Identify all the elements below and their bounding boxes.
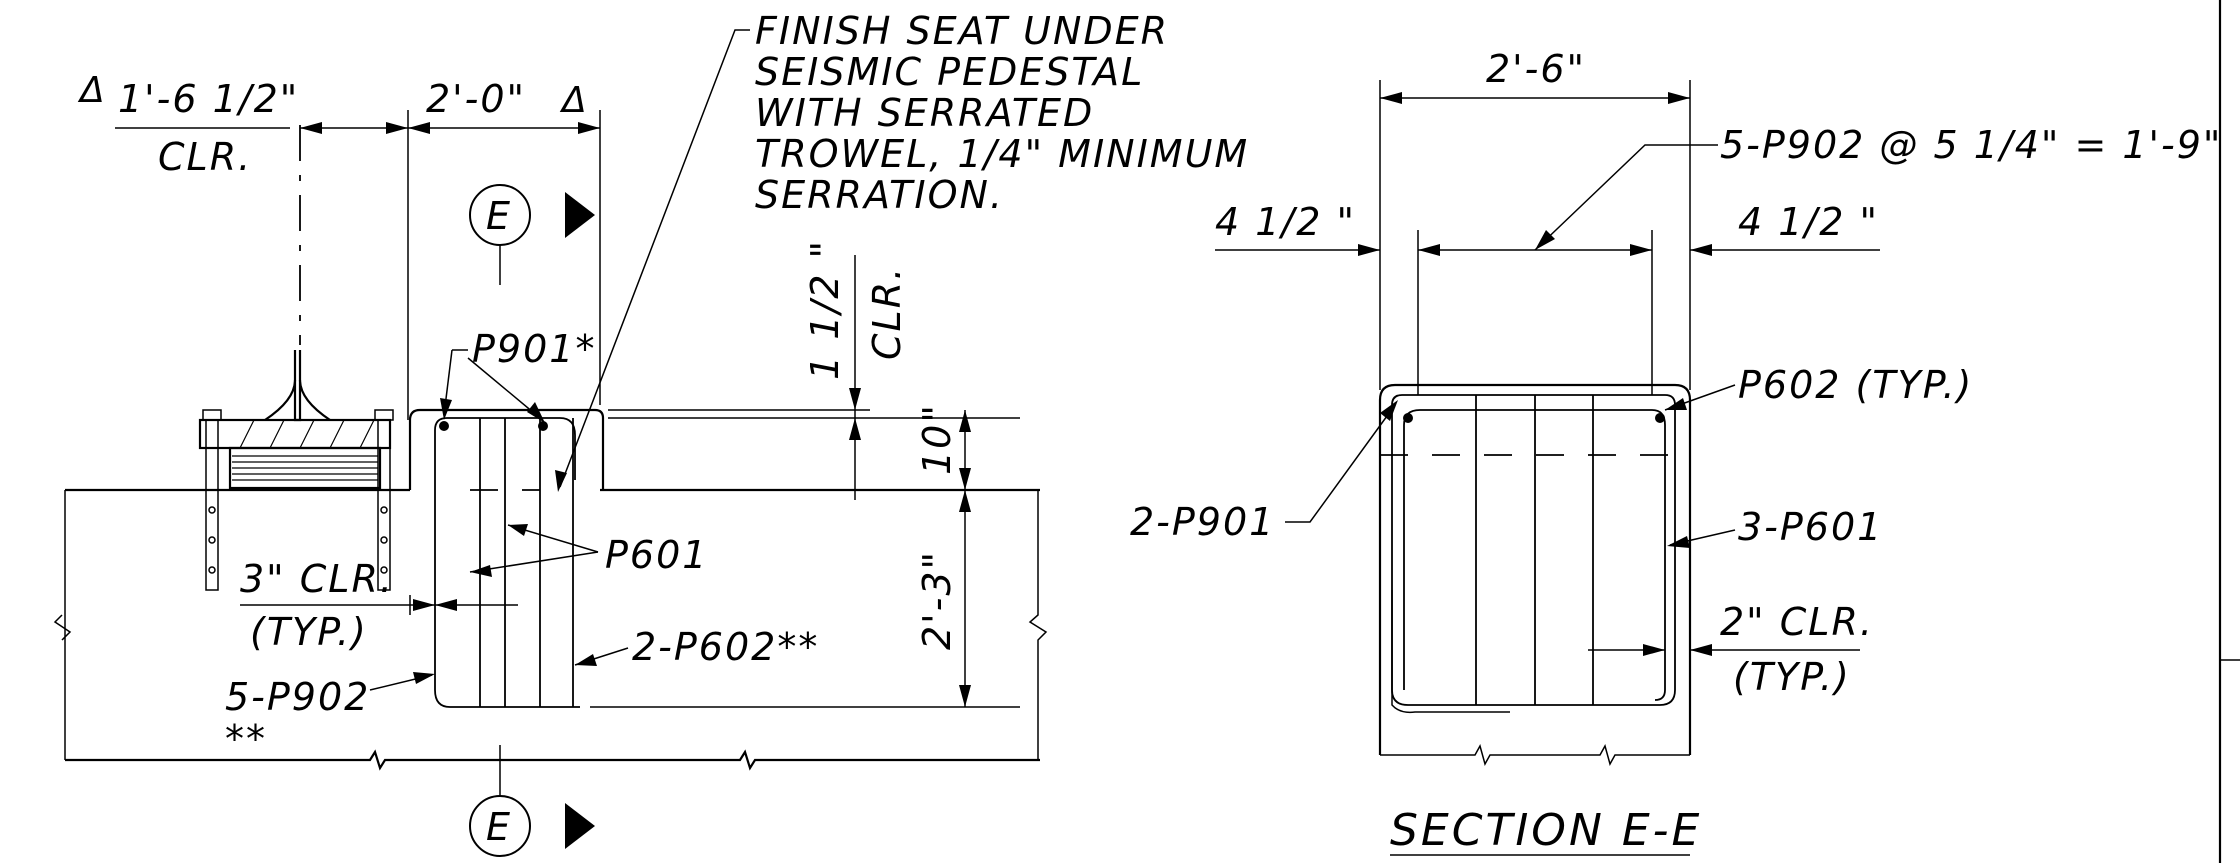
dim-edge-left: 4 1/2 "	[1215, 200, 1356, 244]
section-title: SECTION E-E	[1390, 805, 1702, 856]
label-side-clear-typ: (TYP.)	[250, 610, 368, 654]
label-clear-cover-typ: (TYP.)	[1733, 655, 1851, 699]
dim-left-clr: CLR.	[158, 135, 252, 179]
note-line-5: SERRATION.	[755, 173, 1004, 217]
section-marker-bottom	[469, 795, 531, 857]
dim-top-clear: 1 1/2 "	[803, 239, 847, 380]
label-bar-spacing: 5-P902 @ 5 1/4" = 1'-9"	[1720, 123, 2222, 167]
label-p901: P901*	[472, 327, 596, 371]
label-horizontal-bars-note: **	[225, 717, 267, 761]
delta-mark-left: Δ	[77, 70, 106, 111]
dim-left: 1'-6 1/2"	[118, 77, 299, 121]
delta-mark-right: Δ	[559, 80, 588, 121]
label-side-clear: 3" CLR.	[240, 557, 394, 601]
label-vertical-bars: 3-P601	[1738, 505, 1883, 549]
label-tie: P602 (TYP.)	[1738, 363, 1973, 407]
label-top-bars: 2-P901	[1130, 500, 1275, 544]
note-line-3: WITH SERRATED	[755, 91, 1094, 135]
section-tag-bottom: E	[486, 805, 512, 849]
note-line-4: TROWEL, 1/4" MINIMUM	[755, 132, 1249, 176]
label-p601: P601	[605, 533, 708, 577]
section-tag-top: E	[486, 194, 512, 238]
dim-top: 2'-0"	[426, 77, 526, 121]
note-line-2: SEISMIC PEDESTAL	[755, 50, 1144, 94]
dim-pedestal-height: 10"	[915, 403, 959, 475]
label-horizontal-bars: 5-P902	[225, 675, 370, 719]
note-line-1: FINISH SEAT UNDER	[755, 9, 1169, 53]
label-clear-cover: 2" CLR.	[1720, 600, 1874, 644]
label-ties: 2-P602**	[632, 625, 819, 669]
dim-seat-depth: 2'-3"	[915, 550, 959, 650]
dim-section-width: 2'-6"	[1486, 47, 1586, 91]
elevation-view: Δ 1'-6 1/2" CLR. 2'-0" Δ E E P901* P601 …	[53, 29, 1048, 857]
section-view: SECTION E-E 2'-6" 4 1/2 " 4 1/2 " 5-P902…	[1130, 47, 2222, 856]
finish-seat-note: FINISH SEAT UNDER SEISMIC PEDESTAL WITH …	[755, 9, 1249, 217]
dim-top-clear-clr: CLR.	[865, 266, 909, 360]
dim-edge-right: 4 1/2 "	[1738, 200, 1879, 244]
